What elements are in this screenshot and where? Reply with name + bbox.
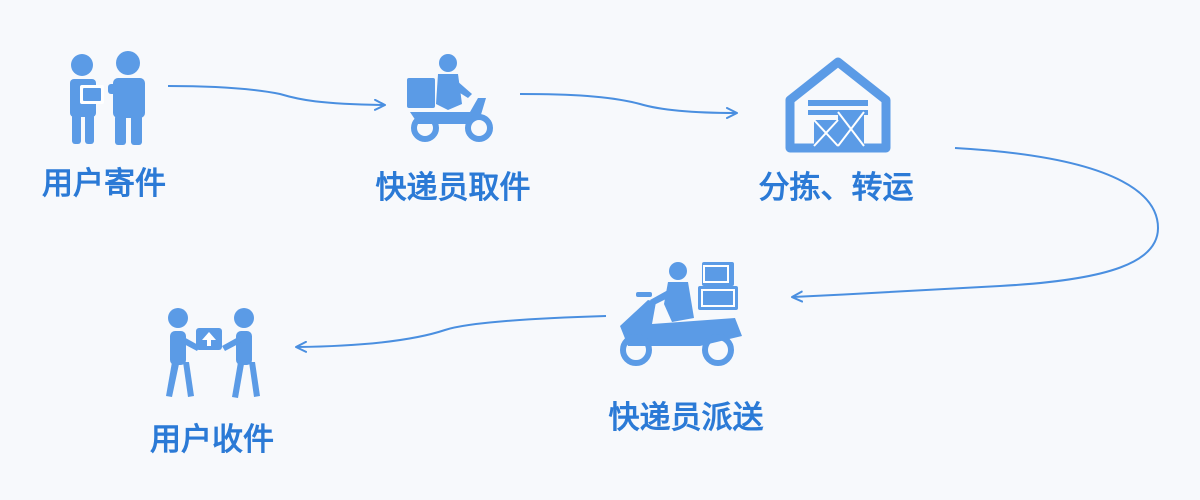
step-label-sort-transfer: 分拣、转运 bbox=[759, 170, 914, 206]
arrow-user-send-to-courier-pickup bbox=[167, 85, 386, 111]
arrow-courier-deliver-to-user-receive bbox=[295, 315, 607, 353]
step-label-courier-deliver: 快递员派送 bbox=[609, 400, 764, 436]
two-people-parcel-handover-icon bbox=[70, 51, 145, 145]
delivery-scooter-boxes-icon bbox=[620, 262, 742, 366]
arrow-sort-transfer-to-courier-deliver bbox=[791, 147, 1160, 303]
step-label-user-receive: 用户收件 bbox=[150, 422, 274, 458]
two-people-receive-parcel-icon bbox=[166, 308, 260, 398]
warehouse-icon bbox=[785, 57, 891, 153]
arrow-courier-pickup-to-sort-transfer bbox=[519, 93, 738, 119]
step-label-courier-pickup: 快递员取件 bbox=[376, 170, 531, 206]
step-label-user-send: 用户寄件 bbox=[42, 166, 166, 202]
courier-scooter-icon bbox=[407, 54, 493, 142]
